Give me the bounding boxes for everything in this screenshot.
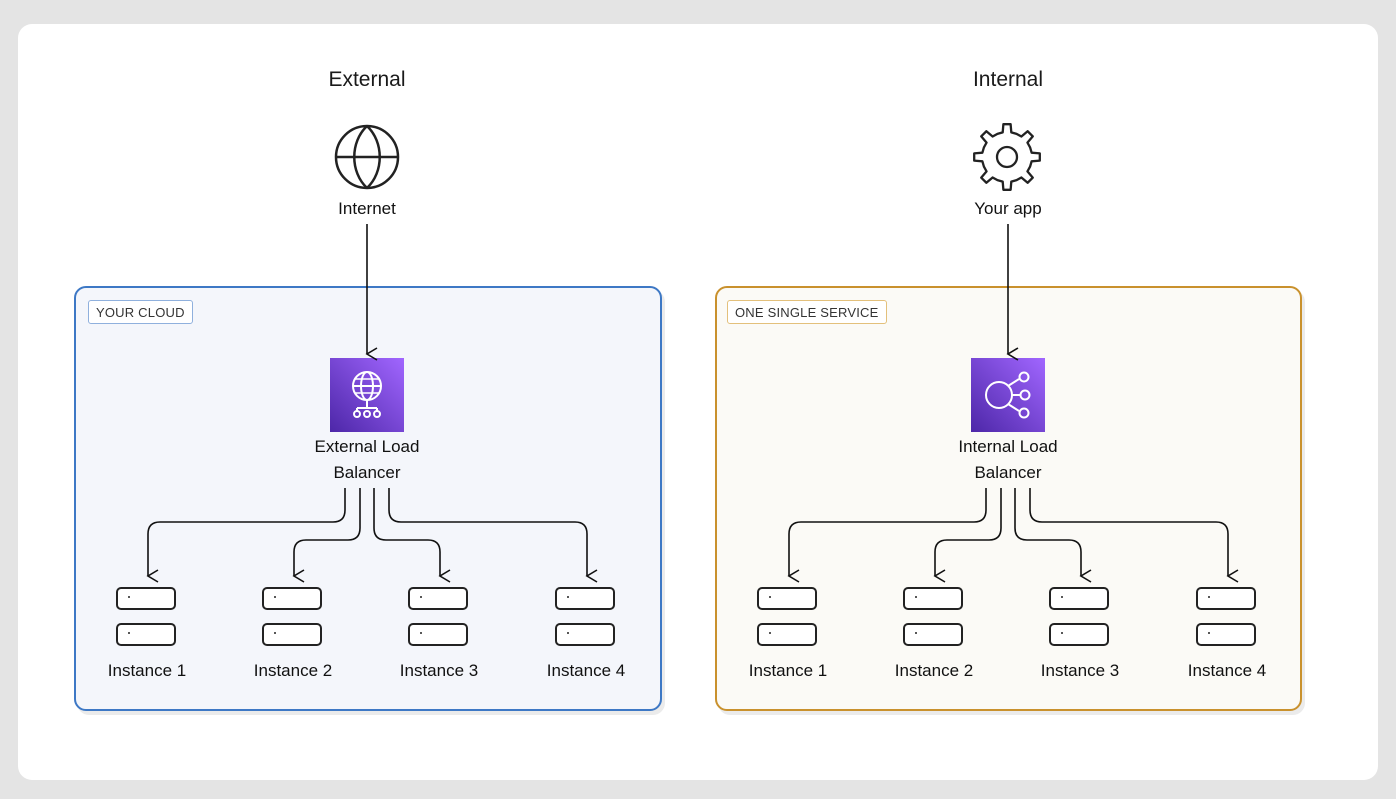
external-lb-label-line2: Balancer bbox=[333, 463, 401, 482]
external-lb-label-line1: External Load bbox=[314, 437, 420, 456]
arrow-lb-to-instance-4 bbox=[388, 488, 598, 583]
server-icon bbox=[555, 587, 615, 610]
server-icon bbox=[1049, 623, 1109, 646]
external-lb-label: External Load Balancer bbox=[257, 434, 477, 486]
instance-label: Instance 2 bbox=[253, 661, 333, 680]
instance-label: Instance 1 bbox=[107, 661, 187, 680]
server-icon bbox=[1196, 587, 1256, 610]
gear-icon bbox=[973, 123, 1041, 191]
internal-instance-2[interactable]: Instance 2 bbox=[891, 587, 1001, 680]
globe-icon bbox=[334, 124, 400, 190]
group-tag-one-single-service: ONE SINGLE SERVICE bbox=[727, 300, 887, 324]
instance-label: Instance 3 bbox=[399, 661, 479, 680]
server-icon bbox=[116, 623, 176, 646]
instance-label: Instance 4 bbox=[1187, 661, 1267, 680]
server-icon bbox=[408, 623, 468, 646]
instance-label: Instance 4 bbox=[546, 661, 626, 680]
external-load-balancer-box[interactable] bbox=[330, 358, 404, 432]
arrow-lb-to-instance-2 bbox=[933, 488, 1002, 583]
external-instance-3[interactable]: Instance 3 bbox=[396, 587, 506, 680]
group-tag-your-cloud: YOUR CLOUD bbox=[88, 300, 193, 324]
internal-lb-label-line2: Balancer bbox=[974, 463, 1042, 482]
server-icon bbox=[116, 587, 176, 610]
external-instance-1[interactable]: Instance 1 bbox=[104, 587, 214, 680]
instance-label: Instance 2 bbox=[894, 661, 974, 680]
arrow-lb-to-instance-3 bbox=[1014, 488, 1092, 583]
internal-lb-label: Internal Load Balancer bbox=[898, 434, 1118, 486]
arrow-lb-to-instance-2 bbox=[292, 488, 361, 583]
your-app-label: Your app bbox=[974, 199, 1042, 218]
arrow-lb-to-instance-4 bbox=[1029, 488, 1239, 583]
server-icon bbox=[757, 587, 817, 610]
internal-instance-4[interactable]: Instance 4 bbox=[1184, 587, 1294, 680]
internal-lb-label-line1: Internal Load bbox=[958, 437, 1058, 456]
external-instance-4[interactable]: Instance 4 bbox=[543, 587, 653, 680]
arrow-lb-to-instance-1 bbox=[787, 488, 987, 583]
elb-globe-icon bbox=[352, 371, 382, 418]
internet-label: Internet bbox=[338, 199, 396, 218]
arrow-lb-to-instance-1 bbox=[146, 488, 346, 583]
server-icon bbox=[1049, 587, 1109, 610]
server-icon bbox=[903, 587, 963, 610]
server-icon bbox=[408, 587, 468, 610]
server-icon bbox=[262, 623, 322, 646]
elb-network-icon bbox=[985, 371, 1031, 419]
arrow-lb-to-instance-3 bbox=[373, 488, 451, 583]
internal-heading: Internal bbox=[972, 68, 1044, 91]
internal-load-balancer-box[interactable] bbox=[971, 358, 1045, 432]
internal-instance-3[interactable]: Instance 3 bbox=[1037, 587, 1147, 680]
external-heading: External bbox=[328, 68, 406, 91]
server-icon bbox=[1196, 623, 1256, 646]
server-icon bbox=[903, 623, 963, 646]
server-icon bbox=[262, 587, 322, 610]
server-icon bbox=[555, 623, 615, 646]
server-icon bbox=[757, 623, 817, 646]
instance-label: Instance 3 bbox=[1040, 661, 1120, 680]
external-instance-2[interactable]: Instance 2 bbox=[250, 587, 360, 680]
internal-instance-1[interactable]: Instance 1 bbox=[745, 587, 855, 680]
instance-label: Instance 1 bbox=[748, 661, 828, 680]
